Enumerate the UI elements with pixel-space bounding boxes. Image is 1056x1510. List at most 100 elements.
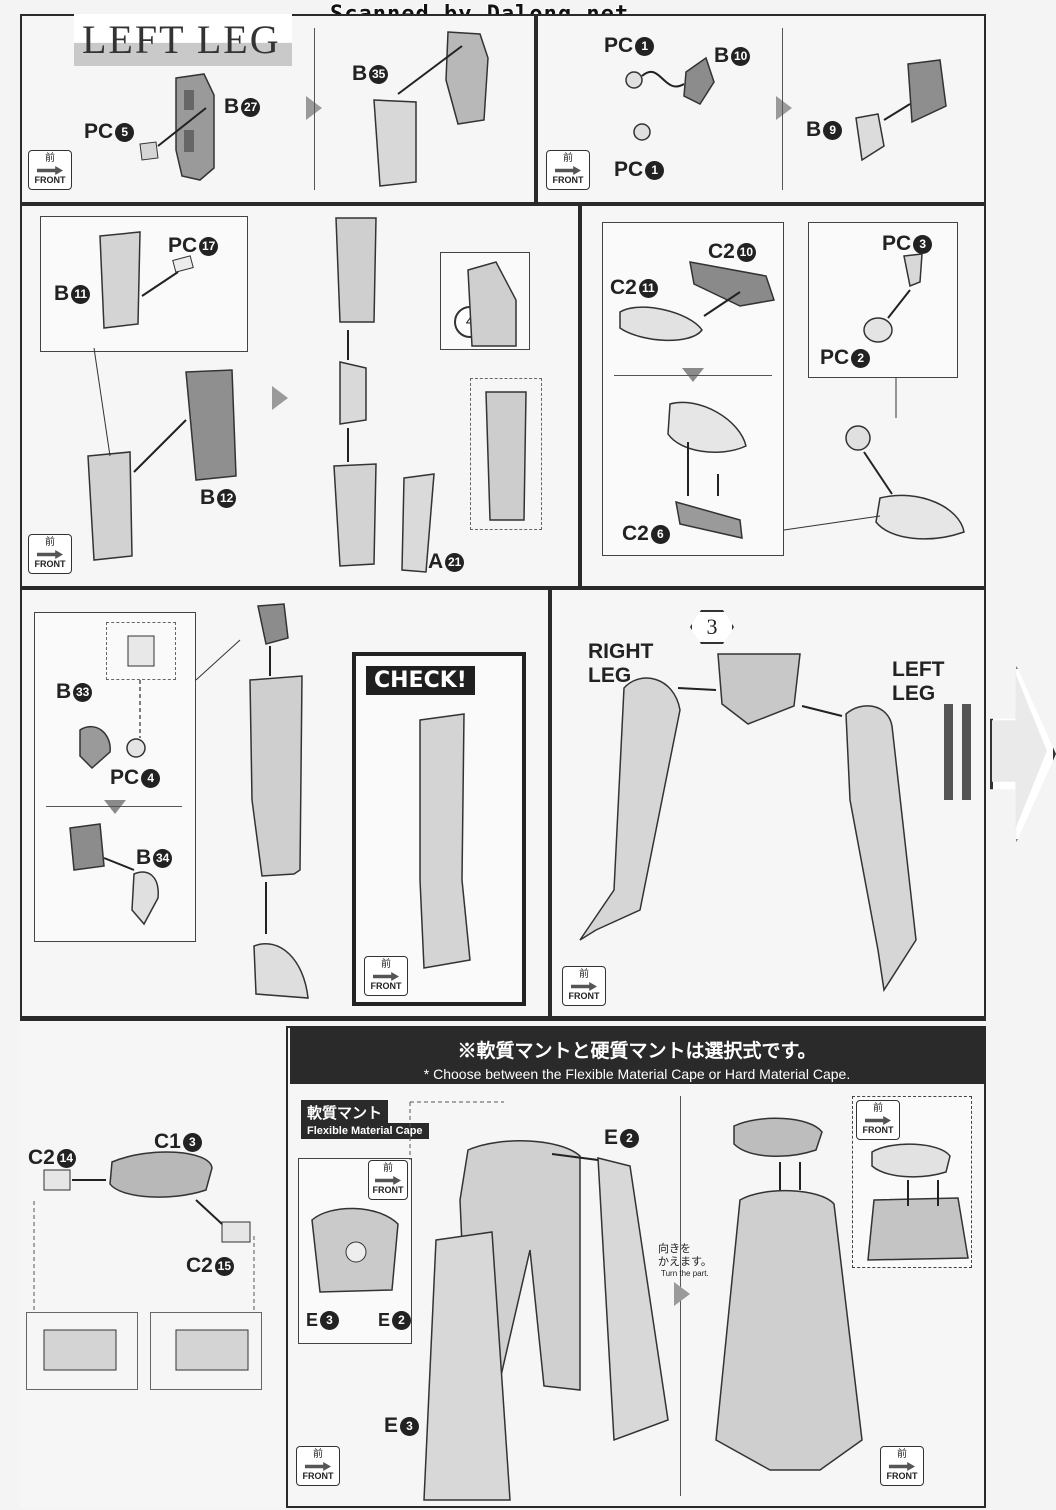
b34-part-icon: [131, 871, 159, 926]
step-arrow-icon: [776, 96, 792, 120]
thigh-part-icon: [445, 31, 489, 125]
check-leg-icon: [419, 713, 471, 969]
divider: [46, 806, 182, 807]
knee-detail-icon: [467, 261, 517, 347]
pc3-joint-icon: [903, 253, 923, 288]
divider: [782, 28, 783, 190]
pc4-detail-icon: [127, 635, 155, 667]
c214-buckle-icon: [43, 1169, 71, 1191]
knee-joint-icon: [339, 361, 367, 425]
inset-belt-detail-right: [150, 1312, 262, 1390]
pc2-ball-icon: [863, 317, 893, 343]
divider: [614, 375, 772, 376]
inset-pc4-detail: [106, 622, 176, 680]
cape-note-jp: ※軟質マントと硬質マントは選択式です。: [457, 1041, 817, 1062]
b33-knee-cap-icon: [79, 725, 111, 770]
divider: [20, 1018, 986, 1021]
b34-knee-assembled-icon: [69, 823, 105, 871]
a21-detail-icon: [485, 391, 527, 521]
toe-part-c210-icon: [689, 261, 775, 307]
right-leg-icon: [579, 677, 681, 941]
shin-assembly-icon: [87, 451, 133, 561]
pc1-ball-icon: [625, 71, 643, 89]
b9-cap-icon: [855, 113, 885, 162]
inset-pc3-pc2: [808, 222, 958, 378]
belt-c13-icon: [109, 1151, 213, 1198]
inset-belt-detail-left: [26, 1312, 138, 1390]
foot-assembled-icon: [667, 401, 747, 453]
upper-leg-icon: [335, 217, 377, 323]
right-leg-label: RIGHT LEG: [588, 640, 654, 687]
cape-e3-icon: [423, 1231, 511, 1501]
a21-cover-icon: [401, 473, 435, 573]
waist-top-detail-icon: [871, 1143, 951, 1178]
divider: [314, 28, 315, 190]
b10-joint-icon: [683, 56, 715, 105]
lower-leg-icon: [333, 463, 377, 567]
step-arrow-icon: [104, 800, 126, 814]
cape-e2-icon: [597, 1157, 669, 1442]
sole-part-c26-icon: [675, 500, 743, 539]
flexible-cape-tag-jp: 軟質マント: [301, 1100, 389, 1125]
shin-part-b12-icon: [185, 369, 237, 481]
flexible-cape-tag-en: Flexible Material Cape: [301, 1123, 429, 1139]
pc5-piece-icon: [139, 141, 159, 161]
belt-top-icon: [733, 1117, 823, 1157]
section-title: LEFT LEG: [74, 14, 292, 66]
step-arrow-icon: [674, 1282, 690, 1306]
shin-cover-icon: [373, 99, 417, 187]
pc4-ball-icon: [126, 738, 146, 758]
foot-icon: [253, 943, 309, 999]
foot-part-c211-icon: [619, 306, 703, 341]
ankle-joint-icon: [845, 425, 871, 451]
joint-assembled-icon: [907, 59, 947, 124]
foot-final-icon: [875, 494, 965, 540]
left-leg-label: LEFT LEG: [892, 658, 945, 705]
continue-stripe: [962, 704, 971, 800]
belt-detail-left-icon: [43, 1329, 117, 1371]
step-arrow-icon: [272, 386, 288, 410]
inset-a21-detail: [470, 378, 542, 530]
turn-part-en: Turn the part.: [661, 1269, 709, 1278]
waist-bottom-detail-icon: [867, 1197, 969, 1261]
check-label: CHECK!: [366, 666, 475, 695]
turn-part-jp: 向きを かえます。: [658, 1243, 712, 1269]
left-leg-icon: [845, 705, 917, 993]
shin-part-b11-icon: [99, 231, 141, 329]
hip-joint-icon: [257, 603, 289, 645]
